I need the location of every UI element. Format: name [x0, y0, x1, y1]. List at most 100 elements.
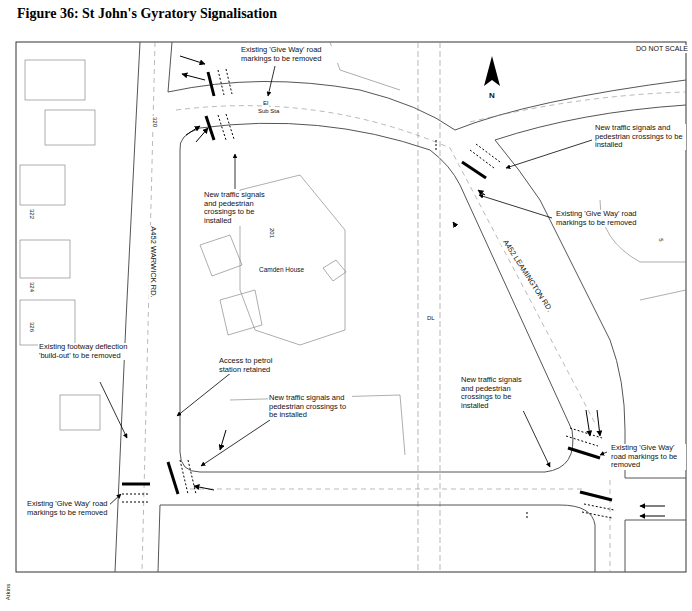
traffic-arrow	[180, 56, 665, 516]
stop-line	[208, 72, 214, 96]
building-number: 324	[29, 281, 36, 293]
leader-line	[201, 420, 270, 466]
pedestrian-crossing	[566, 436, 598, 446]
building-outline	[25, 60, 85, 100]
traffic-arrow	[640, 516, 665, 517]
pedestrian-crossing	[584, 504, 614, 510]
road-edge	[495, 140, 686, 478]
pedestrian-crossing	[476, 144, 500, 162]
leader-line	[268, 66, 275, 96]
traffic-arrow	[182, 74, 205, 80]
stop-line	[462, 162, 486, 178]
callout-text: Existing footway deflection 'build-out' …	[38, 343, 132, 360]
road-name: A452 LEAMINGTON RD.	[500, 238, 554, 315]
pedestrian-crossing	[570, 428, 602, 438]
railway-line	[418, 42, 440, 572]
callout-text: New traffic signals and pedestrian cross…	[268, 394, 352, 420]
map-text: DL	[426, 315, 436, 322]
map-text: Sub Sta	[257, 108, 280, 115]
building-number: 320	[152, 116, 159, 128]
pedestrian-crossing	[122, 494, 150, 495]
building-outline	[60, 395, 100, 430]
leader-line	[506, 140, 592, 168]
building-number: 201	[269, 227, 276, 239]
lane-marking	[142, 42, 686, 572]
stop-line	[580, 492, 612, 500]
traffic-arrow	[180, 56, 205, 64]
road-name: A452 WARWICK RD.	[149, 225, 158, 298]
pedestrian-crossing	[582, 512, 612, 518]
road-edge	[168, 80, 686, 130]
building-number: 322	[29, 208, 36, 220]
building-outline	[200, 235, 242, 276]
building-name: Camden House	[258, 266, 305, 273]
figure-title: Figure 36: St John's Gyratory Signalisat…	[17, 6, 277, 22]
building-outline	[230, 395, 405, 455]
north-arrow	[484, 56, 500, 86]
traffic-arrow	[453, 222, 455, 225]
traffic-arrow	[640, 506, 665, 507]
traffic-arrow	[478, 190, 485, 195]
building-outline	[20, 300, 75, 345]
pedestrian-crossing	[180, 460, 188, 494]
traffic-arrow	[194, 486, 214, 490]
building-outline	[20, 240, 70, 278]
building-number: 326	[29, 321, 36, 333]
railway-line	[418, 42, 419, 572]
callout-text: Existing 'Give Way' road markings to be …	[26, 500, 110, 517]
road-edge	[158, 505, 160, 572]
traffic-arrow	[186, 126, 200, 135]
railway-line	[440, 42, 441, 572]
callout-text: Existing 'Give Way' road markings to be …	[555, 210, 647, 227]
building-outline	[20, 165, 65, 205]
pedestrian-crossing	[218, 70, 224, 95]
callout-text: Access to petrol station retained	[218, 357, 292, 374]
leader-line	[100, 66, 607, 508]
building-outline	[323, 260, 346, 281]
pedestrian-crossing	[470, 150, 494, 168]
building-number: 5	[658, 237, 665, 242]
map-text: El	[262, 100, 269, 107]
lane-marking	[470, 92, 686, 122]
pedestrian-crossing	[527, 512, 528, 520]
stop-line	[122, 72, 612, 500]
leader-line	[600, 452, 607, 455]
north-label: N	[488, 91, 496, 100]
pedestrian-crossing	[122, 69, 614, 520]
pedestrian-crossing	[188, 460, 196, 494]
drawing-frame	[16, 42, 686, 572]
lane-marking	[610, 480, 611, 572]
callout-text: New traffic signals and pedestrian cross…	[594, 124, 686, 150]
road-edge	[180, 123, 573, 472]
pedestrian-crossing	[226, 114, 234, 139]
traffic-arrow	[586, 410, 590, 436]
traffic-arrow	[196, 128, 208, 142]
building-outline	[45, 110, 95, 145]
pedestrian-crossing	[226, 69, 232, 94]
leader-line	[235, 154, 236, 189]
stop-line	[206, 116, 214, 140]
callout-text: Existing 'Give Way' road markings to be …	[610, 444, 686, 470]
pedestrian-crossing	[218, 115, 226, 140]
leader-line	[520, 404, 550, 467]
road-edge	[160, 505, 595, 572]
stop-line	[122, 483, 150, 486]
building-outline	[640, 290, 686, 300]
road-edge	[625, 520, 686, 572]
building-outline	[20, 42, 686, 455]
watermark: Atkins	[5, 583, 12, 601]
stop-line	[568, 448, 600, 458]
road-edge	[168, 42, 172, 92]
lane-marking	[190, 489, 585, 490]
callout-text: New traffic signals and pedestrian cross…	[460, 376, 536, 411]
road-edge	[115, 42, 686, 572]
road-edge	[115, 42, 140, 572]
note-text: DO NOT SCALE	[635, 45, 689, 53]
pedestrian-crossing	[122, 502, 150, 503]
traffic-arrow	[597, 410, 600, 436]
stop-line	[168, 462, 178, 494]
leader-line	[479, 195, 552, 218]
